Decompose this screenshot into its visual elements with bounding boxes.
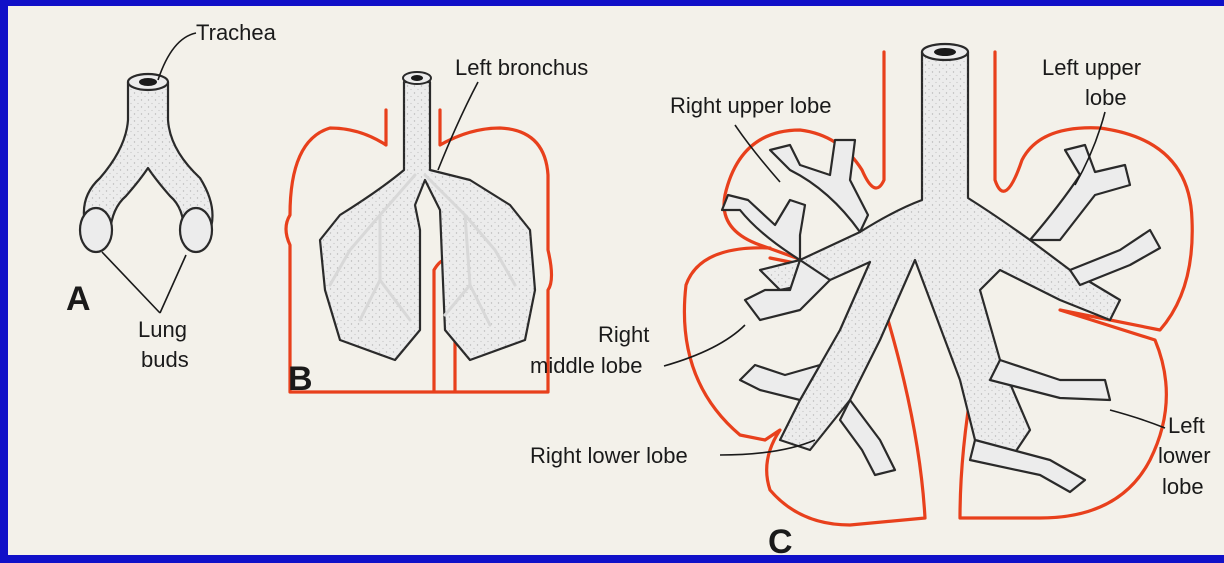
label-left-bronchus: Left bronchus: [455, 55, 588, 80]
label-left-upper-lobe-line2: lobe: [1085, 85, 1127, 110]
label-left-upper-lobe-line1: Left upper: [1042, 55, 1141, 80]
label-right-middle-lobe-line2: middle lobe: [530, 353, 643, 378]
label-trachea: Trachea: [196, 20, 277, 45]
label-left-lower-lobe-line3: lobe: [1162, 474, 1204, 499]
label-right-lower-lobe: Right lower lobe: [530, 443, 688, 468]
panel-c-letter: C: [768, 523, 793, 561]
label-right-upper-lobe: Right upper lobe: [670, 93, 831, 118]
label-lung-buds-line2: buds: [141, 347, 189, 372]
label-right-middle-lobe-line1: Right: [598, 322, 649, 347]
label-lung-buds-line1: Lung: [138, 317, 187, 342]
panel-a-letter: A: [66, 280, 91, 318]
label-left-lower-lobe-line2: lower: [1158, 443, 1211, 468]
panel-b-letter: B: [288, 360, 313, 398]
label-left-lower-lobe-line1: Left: [1168, 413, 1205, 438]
